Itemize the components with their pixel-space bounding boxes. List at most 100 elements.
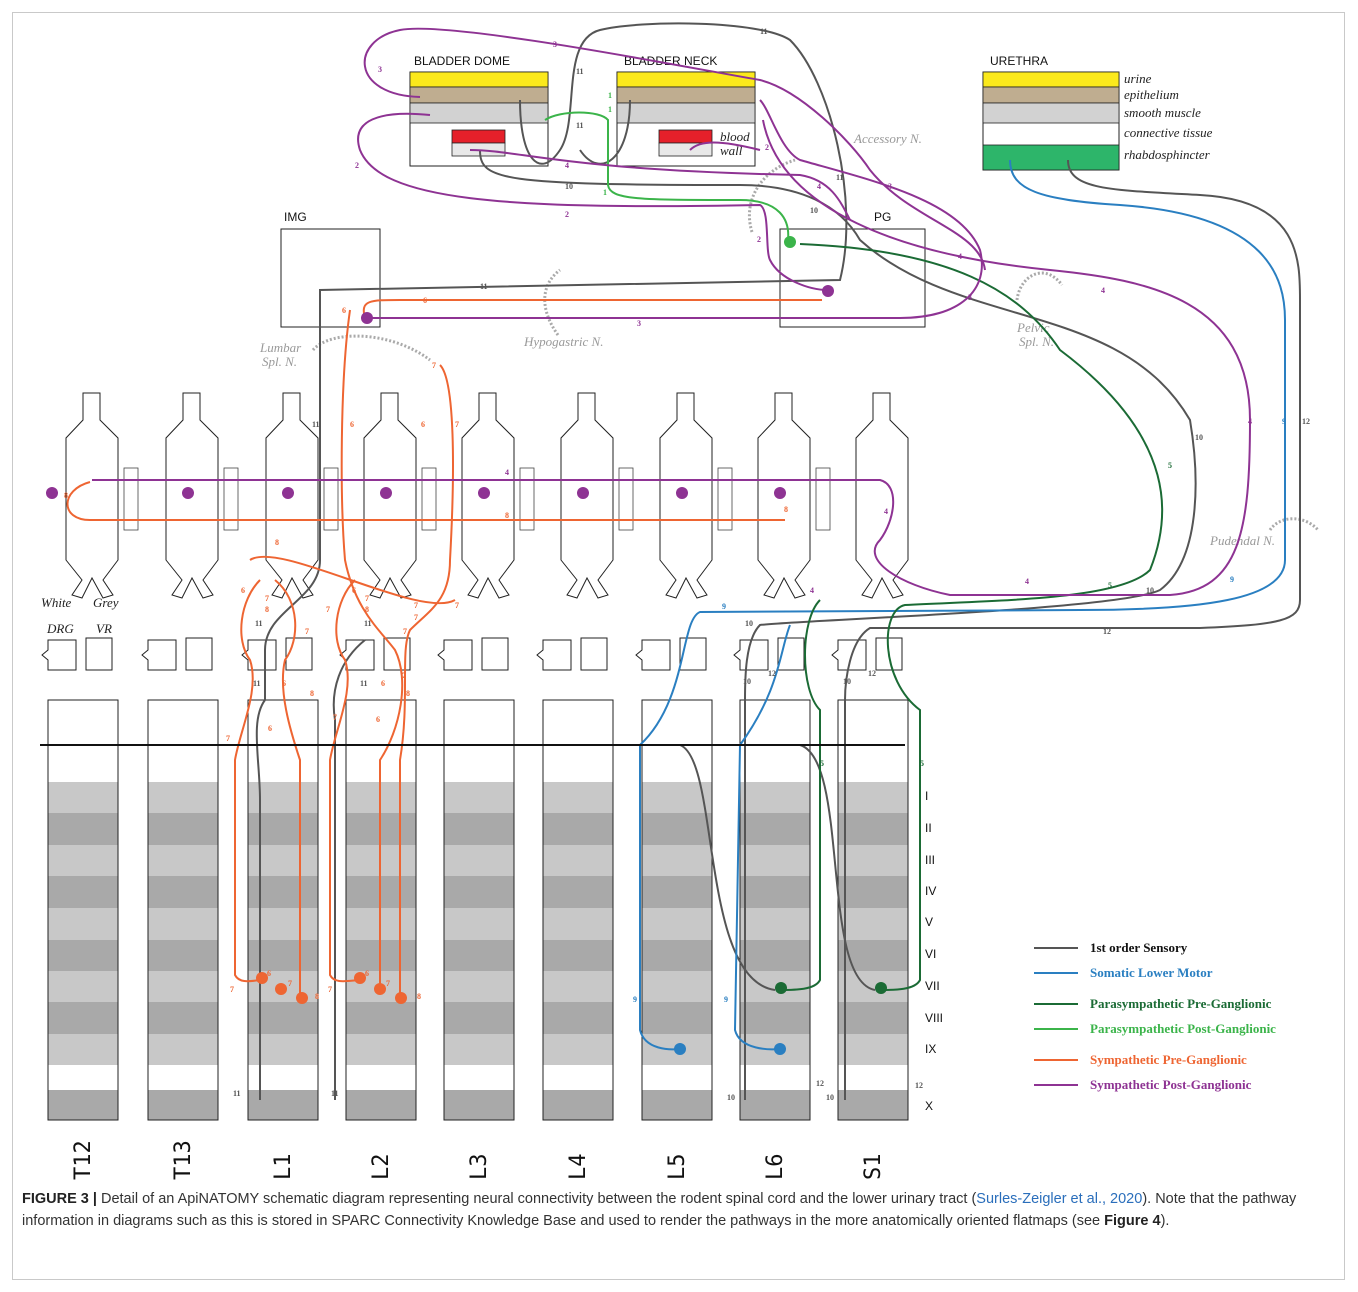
svg-text:7: 7 [230, 985, 234, 994]
vr-box [580, 637, 608, 671]
svg-text:10: 10 [810, 206, 818, 215]
svg-text:11: 11 [760, 27, 768, 36]
spinal-segment-l3 [443, 699, 515, 1121]
svg-text:11: 11 [576, 121, 584, 130]
svg-text:12: 12 [768, 669, 776, 678]
lamina-label: VI [925, 947, 936, 961]
bladder-neck: BLADDER NECK blood wall [616, 54, 756, 167]
svg-text:11: 11 [253, 679, 261, 688]
svg-text:8: 8 [784, 505, 788, 514]
svg-text:7: 7 [403, 627, 407, 636]
vr-box [185, 637, 213, 671]
svg-text:11: 11 [480, 282, 488, 291]
drg-box [339, 639, 375, 671]
lamina-label: VII [925, 979, 940, 993]
somatic-pathways [639, 159, 1286, 1051]
figure-caption: FIGURE 3 | Detail of an ApiNATOMY schema… [22, 1188, 1332, 1232]
svg-text:8: 8 [417, 992, 421, 1001]
layer-epithelium: epithelium [1124, 87, 1179, 102]
grey-ramus-label: Grey [93, 595, 119, 610]
spinal-segment-s1 [837, 699, 909, 1121]
svg-text:5: 5 [820, 759, 824, 768]
drg-box [41, 639, 77, 671]
vr-label: VR [96, 621, 112, 636]
spinal-segment-l6 [739, 699, 811, 1121]
pudendal-n-label: Pudendal N. [1209, 533, 1275, 548]
svg-text:8: 8 [64, 491, 68, 500]
pelvic-label-2: Spl. N. [1019, 334, 1054, 349]
svg-text:7: 7 [455, 601, 459, 610]
svg-text:8: 8 [265, 605, 269, 614]
caption-text-3: ). [1160, 1213, 1170, 1229]
svg-text:7: 7 [288, 979, 292, 988]
svg-text:7: 7 [414, 601, 418, 610]
pg-label: PG [874, 210, 891, 224]
urethra-label: URETHRA [990, 54, 1048, 68]
layer-smooth-muscle: smooth muscle [1124, 105, 1201, 120]
svg-text:10: 10 [565, 182, 573, 191]
svg-text:10: 10 [727, 1093, 735, 1102]
spinal-segment-l5 [641, 699, 713, 1121]
layer-urine: urine [1124, 71, 1152, 86]
lamina-label: VIII [925, 1011, 943, 1025]
svg-text:6: 6 [282, 679, 286, 688]
pg-ganglion: PG [779, 210, 926, 328]
svg-text:6: 6 [350, 420, 354, 429]
svg-text:7: 7 [333, 713, 337, 722]
spinal-segment-l4 [542, 699, 614, 1121]
segment-label: L6 [763, 1154, 788, 1181]
segment-label: L1 [271, 1154, 296, 1181]
svg-text:3: 3 [637, 319, 641, 328]
svg-text:12: 12 [1103, 627, 1111, 636]
svg-text:6: 6 [421, 420, 425, 429]
white-ramus-label: White [41, 595, 72, 610]
legend-item: Parasympathetic Pre-Ganglionic [1090, 996, 1272, 1011]
drg-box [733, 639, 769, 671]
svg-text:7: 7 [326, 605, 330, 614]
layer-connective-tissue: connective tissue [1124, 125, 1213, 140]
bladder-dome-label: BLADDER DOME [414, 54, 510, 68]
svg-text:3: 3 [968, 293, 972, 302]
caption-reference-link[interactable]: Surles-Zeigler et al., 2020 [976, 1191, 1143, 1207]
caption-text-2: ). Note that the pathway information in … [22, 1191, 1297, 1229]
svg-text:6: 6 [423, 296, 427, 305]
svg-text:6: 6 [376, 715, 380, 724]
para-pre-pathways [779, 243, 1164, 991]
svg-text:6: 6 [267, 969, 271, 978]
legend-item: 1st order Sensory [1090, 940, 1188, 955]
chain-ganglion [855, 392, 909, 599]
vr-box [85, 637, 113, 671]
pathway-numbers: 3 3 11 11 11 1 1 2 4 10 1 2 2 4 11 3 10 … [64, 27, 1310, 1102]
symp-pre-pathways [66, 299, 822, 995]
lamina-label: IV [925, 884, 936, 898]
img-label: IMG [284, 210, 307, 224]
svg-text:8: 8 [406, 689, 410, 698]
drg-box [536, 639, 572, 671]
hypogastric-n-label: Hypogastric N. [523, 334, 603, 349]
segment-label: L5 [665, 1154, 690, 1181]
caption-figure-number: FIGURE 3 | [22, 1191, 97, 1207]
svg-text:4: 4 [884, 507, 888, 516]
segment-label: L2 [369, 1154, 394, 1181]
svg-text:11: 11 [255, 619, 263, 628]
urethra: URETHRA urine epithelium smooth muscle c… [982, 54, 1213, 171]
figure-frame [12, 12, 1345, 1280]
svg-text:7: 7 [455, 420, 459, 429]
symp-post-pathways [92, 27, 1252, 596]
legend-item: Sympathetic Pre-Ganglionic [1090, 1052, 1247, 1067]
svg-text:7: 7 [402, 671, 406, 680]
svg-text:3: 3 [553, 40, 557, 49]
svg-text:10: 10 [743, 677, 751, 686]
caption-figure-link[interactable]: Figure 4 [1104, 1213, 1161, 1229]
svg-text:12: 12 [868, 669, 876, 678]
legend-item: Sympathetic Post-Ganglionic [1090, 1077, 1252, 1092]
svg-text:8: 8 [310, 689, 314, 698]
svg-text:10: 10 [826, 1093, 834, 1102]
lumbar-label-2: Spl. N. [262, 354, 297, 369]
svg-text:10: 10 [1146, 586, 1154, 595]
svg-text:8: 8 [365, 605, 369, 614]
svg-text:11: 11 [576, 67, 584, 76]
svg-text:6: 6 [352, 586, 356, 595]
